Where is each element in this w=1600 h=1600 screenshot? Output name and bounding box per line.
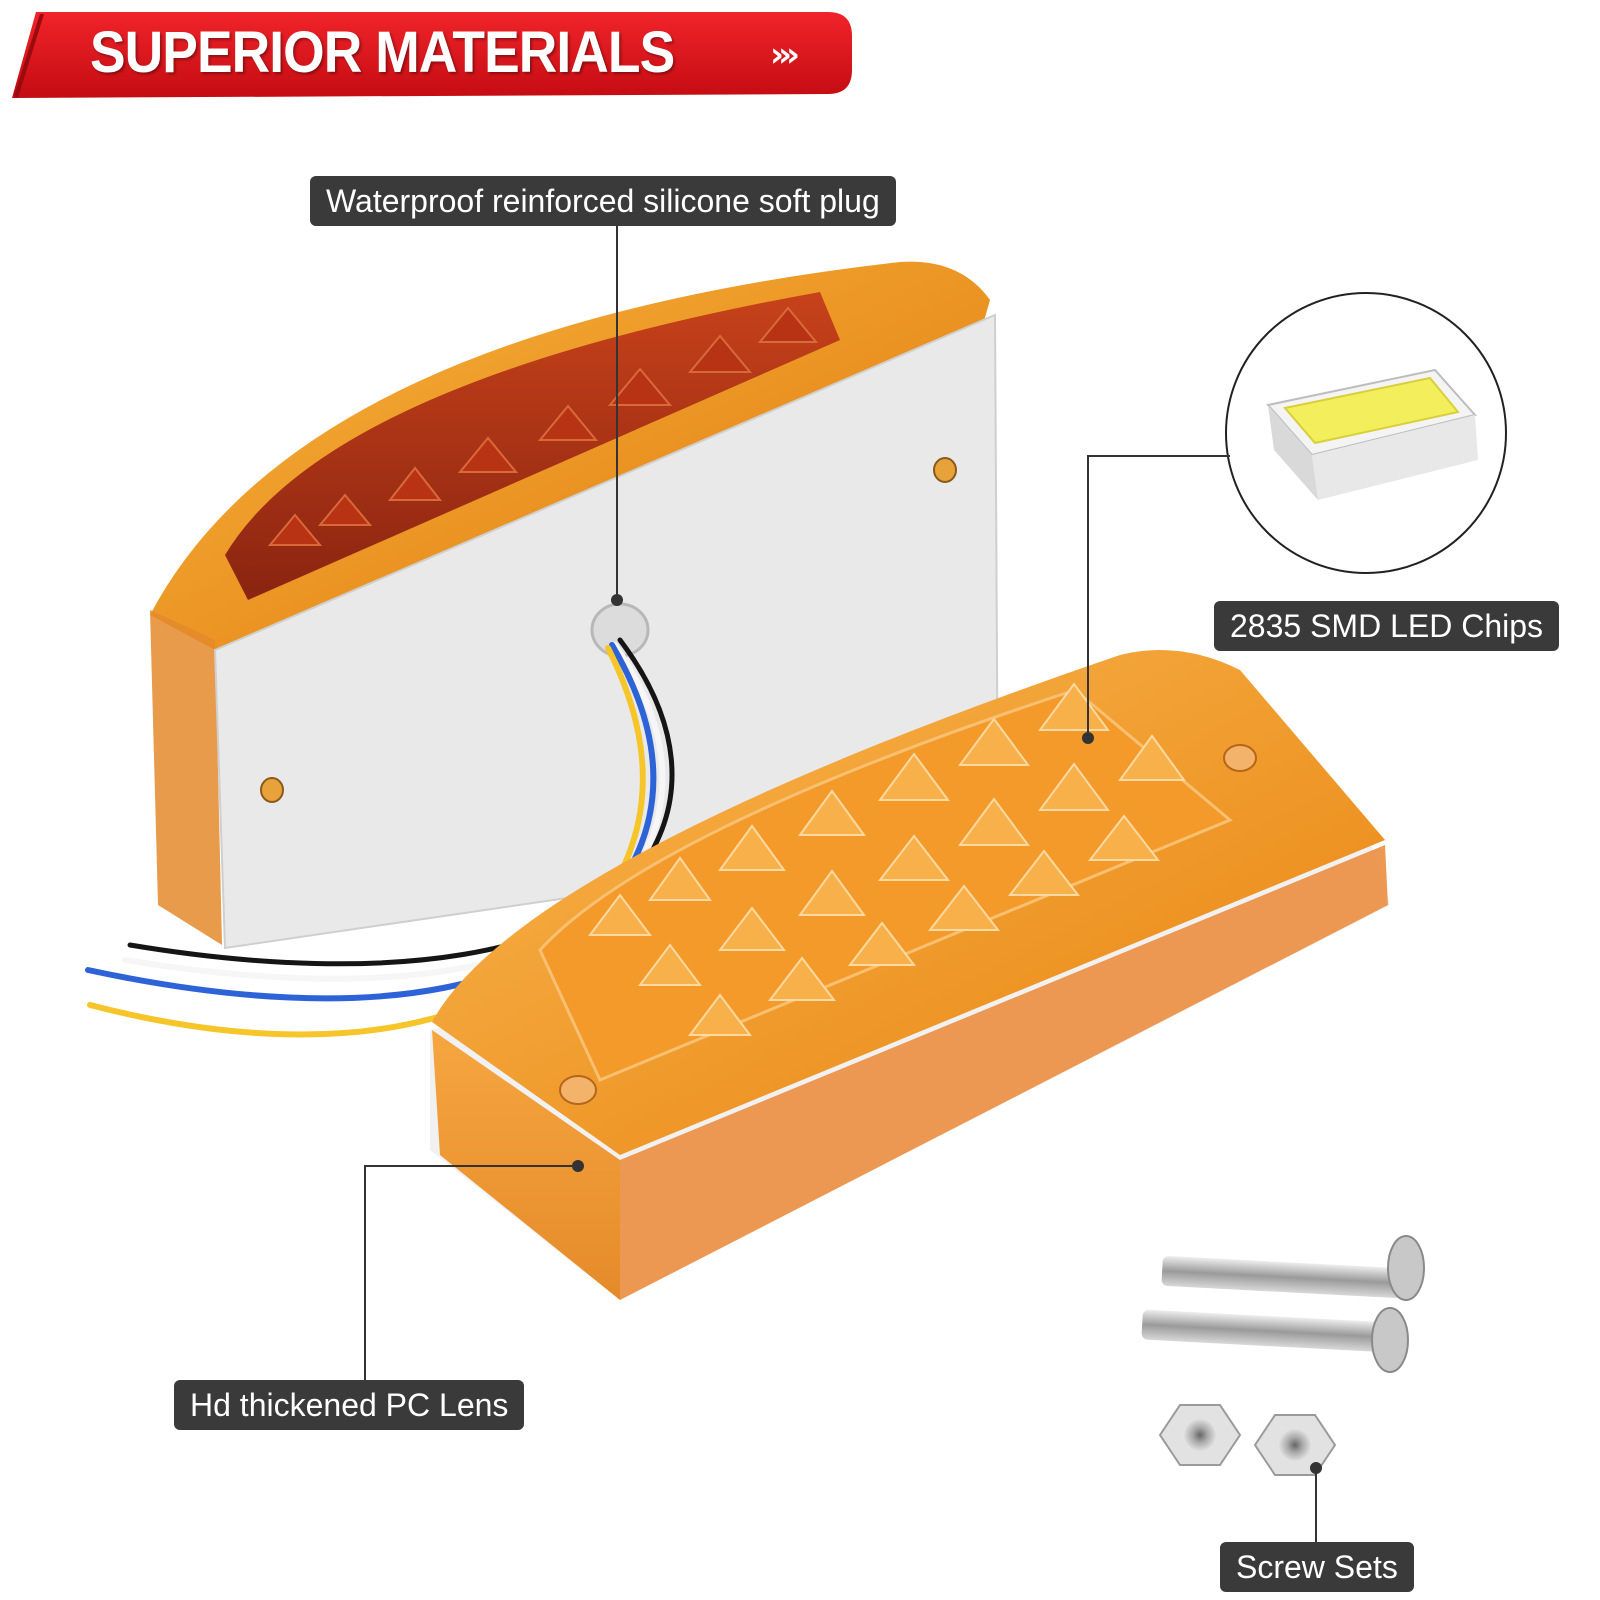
callout-silicone-plug: Waterproof reinforced silicone soft plug: [310, 176, 896, 226]
header-banner: [12, 12, 852, 98]
front-light-long-face: [620, 845, 1388, 1300]
back-light-mount-hole-left: [260, 777, 284, 803]
screw-2: [1141, 1307, 1409, 1373]
led-chip-front: [1312, 415, 1478, 500]
leader-led: [1087, 455, 1230, 738]
screw-set: [1141, 1235, 1425, 1476]
led-chip-phosphor: [1283, 376, 1460, 445]
leader-lines: [364, 226, 1317, 1542]
back-light-led-bumps: [267, 306, 819, 546]
led-chip-zoom: [1082, 292, 1507, 744]
banner-arrows-icon: ›››: [770, 35, 800, 75]
nut-2: [1253, 1414, 1337, 1476]
led-chip-side: [1268, 405, 1318, 500]
front-light-mount-hole-right: [1223, 744, 1257, 772]
banner-title: SUPERIOR MATERIALS: [90, 20, 675, 85]
front-light-mount-hole-left: [559, 1075, 597, 1105]
nut-1: [1158, 1404, 1242, 1466]
callout-led-chips: 2835 SMD LED Chips: [1214, 601, 1560, 651]
back-light-lens: [225, 292, 840, 600]
back-light-mount-hole-right: [933, 457, 957, 483]
leader-lens: [364, 1165, 578, 1380]
callout-screw-sets: Screw Sets: [1220, 1542, 1414, 1592]
screw-1: [1161, 1235, 1425, 1301]
callout-pc-lens: Hd thickened PC Lens: [174, 1380, 525, 1430]
front-marker-light: [430, 650, 1390, 1300]
back-light-end-cap: [150, 610, 222, 945]
banner-accent: [14, 14, 44, 98]
banner-shape: [12, 12, 852, 98]
front-light-led-bumps: [588, 682, 1186, 1036]
leader-dots: [572, 594, 1322, 1474]
